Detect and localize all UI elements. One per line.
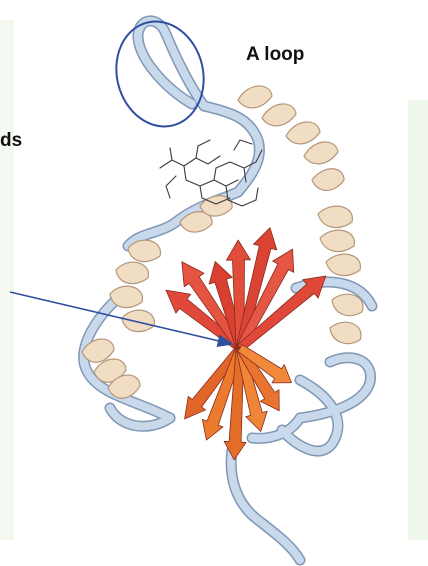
beta-strand-bundle xyxy=(159,225,334,461)
background-tint-left xyxy=(0,20,14,540)
cut-off-label-fragment: ds xyxy=(0,130,22,152)
helix-right xyxy=(318,206,363,343)
loop-label: A loop xyxy=(246,44,304,66)
background-tint-right xyxy=(408,100,428,540)
